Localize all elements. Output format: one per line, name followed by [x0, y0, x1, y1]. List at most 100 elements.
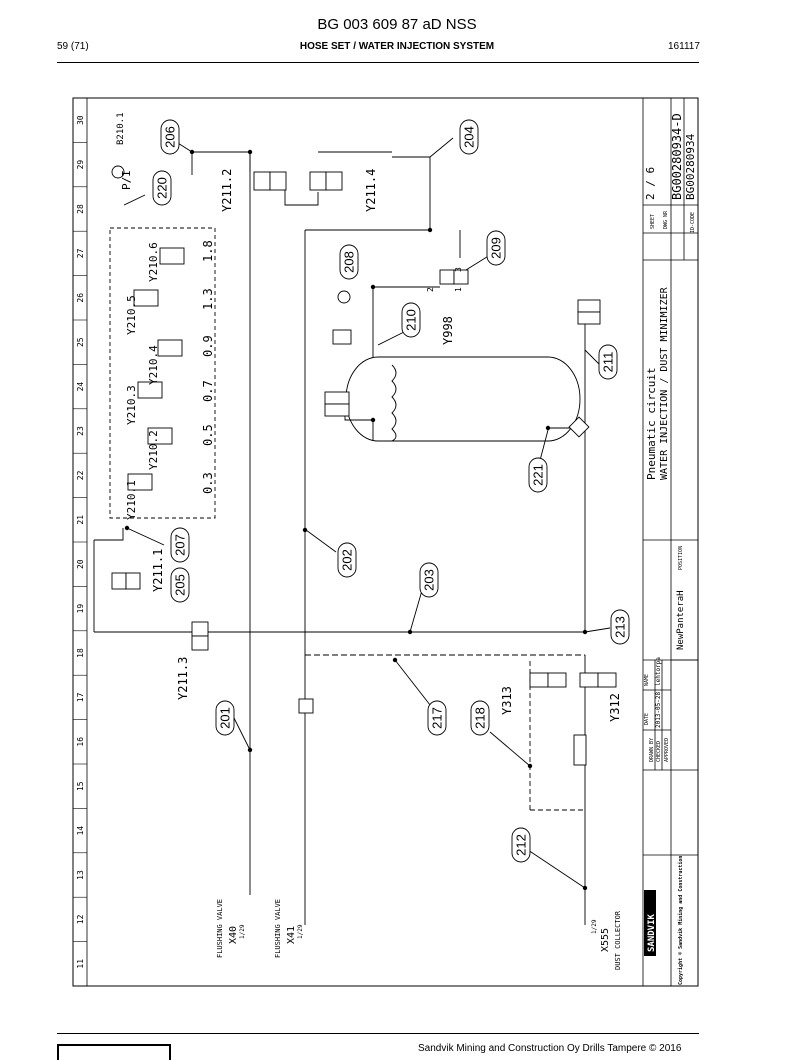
zone-label: 22	[76, 470, 85, 480]
callout-203: 203	[419, 562, 439, 598]
zone-label: 19	[76, 604, 85, 614]
callout-label: 201	[218, 707, 233, 729]
port-label-2: 2	[426, 287, 435, 292]
header-rule	[57, 62, 699, 63]
machine-name: NewPanteraH	[676, 590, 686, 650]
port-label-3: 3	[454, 267, 463, 272]
callout-label: 203	[422, 569, 437, 591]
position-label: POSITION	[678, 546, 684, 570]
callout-213: 213	[610, 609, 630, 645]
title-block-text: SHEET 2 / 6 DWG NR BG00280934-D ID-CODE …	[644, 113, 697, 985]
flow-rate-3: 0.7	[201, 380, 215, 402]
dust-collector-label: DUST COLLECTOR	[614, 910, 622, 970]
callout-220: 220	[152, 170, 172, 206]
callout-label: 210	[404, 309, 419, 331]
callout-201: 201	[215, 700, 235, 736]
idcode-label: ID-CODE	[690, 212, 696, 233]
callout-210: 210	[401, 302, 421, 338]
drawing-title-line2: WATER INJECTION / DUST MINIMIZER	[659, 286, 670, 480]
flow-rate-6: 1.8	[201, 240, 215, 262]
copyright-text: Copyright © Sandvik Mining and Construct…	[678, 856, 684, 985]
valve-label-y211-4: Y211.4	[364, 169, 378, 212]
valve-label-y313: Y313	[500, 686, 514, 715]
flushing-valve-1-label: FLUSHING VALVE	[216, 899, 224, 958]
sandvik-logo-bar	[644, 890, 656, 956]
callout-212: 212	[511, 827, 531, 863]
sheet-label: SHEET	[650, 214, 656, 229]
callout-label: 206	[163, 126, 178, 148]
callout-label: 204	[462, 126, 477, 148]
zone-label: 20	[76, 559, 85, 569]
callout-217: 217	[427, 700, 447, 736]
document-code: 161117	[668, 41, 700, 52]
callout-label: 207	[173, 534, 188, 556]
footer-company: Sandvik Mining and Construction Oy Drill…	[418, 1043, 682, 1054]
callout-204: 204	[459, 119, 479, 155]
zone-label: 12	[76, 914, 85, 924]
name-label: NAME	[644, 674, 650, 686]
zone-label: 23	[76, 426, 85, 436]
callout-label: 218	[473, 707, 488, 729]
company-logo-text: SANDVIK	[647, 913, 657, 952]
callout-label: 212	[514, 834, 529, 856]
document-title: BG 003 609 87 aD NSS	[317, 16, 477, 33]
section-title: HOSE SET / WATER INJECTION SYSTEM	[299, 41, 495, 52]
callout-label: 221	[531, 464, 546, 486]
pressure-switch-label: P/I	[120, 170, 133, 190]
valve-label-y210-1: Y210.1	[125, 480, 138, 520]
valve-label-y210-5: Y210.5	[125, 295, 138, 335]
pressure-gauge-icon	[337, 290, 351, 304]
callout-211: 211	[598, 344, 618, 380]
valve-symbols	[111, 171, 617, 766]
drawing-date: 2013-05-28	[655, 691, 662, 728]
drawing-title-line1: Pneumatic circuit	[645, 367, 658, 480]
callout-label: 213	[613, 616, 628, 638]
approved-label: APPROVED	[664, 738, 670, 762]
valve-label-y210-3: Y210.3	[125, 385, 138, 425]
callout-label: 211	[601, 352, 616, 373]
callout-221: 221	[528, 457, 548, 493]
callout-label: 220	[155, 177, 170, 199]
callout-206: 206	[160, 119, 180, 155]
valve-label-y211-2: Y211.2	[220, 169, 234, 212]
callout-202: 202	[337, 542, 357, 578]
zone-label: 28	[76, 204, 85, 214]
callout-label: 205	[173, 574, 188, 596]
drawn-by-label: DRAWN BY	[649, 738, 655, 762]
zone-label: 13	[76, 870, 85, 880]
pressure-switch-icon	[111, 165, 125, 179]
drawing-frame	[72, 97, 699, 987]
dwg-label: DWG NR	[663, 210, 669, 229]
zone-label: 27	[76, 248, 85, 258]
callout-label: 202	[340, 549, 355, 571]
checked-label: CHECKED	[656, 741, 662, 762]
flushing-valve-2-page: 1/29	[297, 924, 304, 939]
date-label: DATE	[644, 713, 650, 725]
pipe-lines	[93, 137, 611, 925]
footer-logo	[57, 1044, 171, 1060]
pressure-switch-ref: B210.1	[116, 112, 126, 145]
zone-label: 15	[76, 781, 85, 791]
callout-218: 218	[470, 700, 490, 736]
callout-207: 207	[170, 527, 190, 563]
junction-dots	[124, 149, 588, 891]
valve-label-y210-4: Y210.4	[147, 345, 160, 385]
dwg-number: BG00280934-D	[670, 113, 684, 200]
flow-rate-1: 0.3	[201, 472, 215, 494]
zone-label: 21	[76, 515, 85, 525]
zone-label: 11	[76, 959, 85, 969]
zone-label: 26	[76, 293, 85, 303]
callout-205: 205	[170, 567, 190, 603]
flow-rate-4: 0.9	[201, 335, 215, 357]
callout-209: 209	[486, 230, 506, 266]
callout-label: 209	[489, 237, 504, 259]
zone-label: 30	[76, 115, 85, 125]
flushing-valve-1-page: 1/29	[239, 924, 246, 939]
flushing-valve-2-ref: X41	[286, 926, 297, 944]
footer-rule	[57, 1033, 699, 1034]
zone-label: 14	[76, 826, 85, 836]
flushing-valve-1-ref: X40	[228, 926, 239, 944]
